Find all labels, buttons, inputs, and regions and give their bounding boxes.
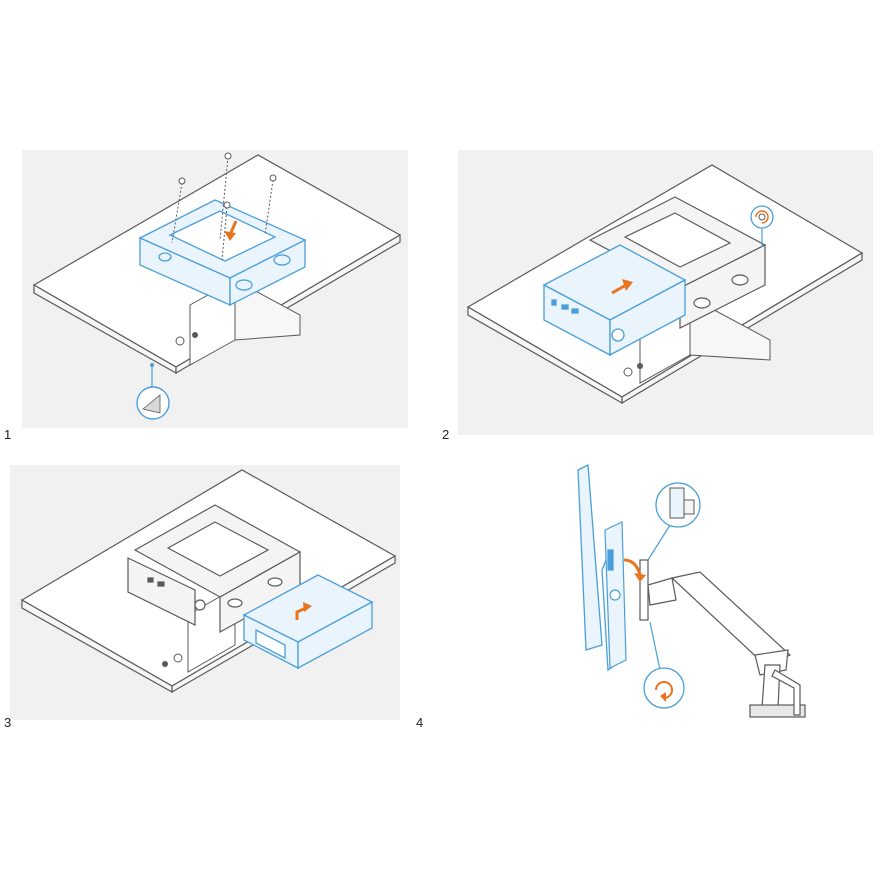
- vesa-plate: [639, 559, 649, 621]
- step-1-illustration: [22, 150, 408, 428]
- micro-computer: [604, 521, 627, 669]
- step-1-panel: 1: [0, 145, 420, 442]
- screw-icon: [224, 152, 232, 160]
- callout-magnifier-icon: [647, 482, 701, 561]
- screws: [171, 152, 277, 261]
- step-3-panel: 3: [0, 460, 420, 730]
- step-number: 3: [4, 715, 12, 730]
- step-2-illustration: [458, 150, 873, 435]
- power-button-icon: [623, 367, 633, 377]
- step-number: 1: [4, 427, 12, 442]
- down-arrow-icon: [224, 220, 238, 241]
- monitor-arm: [647, 571, 806, 718]
- mounting-bracket: [133, 504, 302, 634]
- rotate-arrow-icon: [623, 558, 646, 582]
- step-4-illustration: [577, 463, 806, 718]
- screw-icon: [223, 201, 231, 209]
- screw-icon: [178, 177, 186, 185]
- micro-computer: [542, 244, 687, 357]
- power-button-icon: [173, 653, 183, 663]
- push-arrow-icon: [295, 602, 312, 620]
- indicator-icon: [162, 661, 168, 667]
- indicator-icon: [192, 332, 198, 338]
- lock-thumbscrew-icon: [750, 205, 774, 247]
- mounting-bracket: [138, 199, 307, 307]
- micro-computer: [127, 557, 206, 626]
- mounting-bracket: [588, 196, 767, 329]
- push-arrow-icon: [611, 279, 633, 295]
- step-number: 2: [442, 427, 450, 442]
- step-number: 4: [416, 715, 424, 730]
- step-2-panel: 2: [440, 145, 881, 442]
- step-4-panel: 4: [410, 460, 830, 730]
- lock-thumbscrew-icon: [643, 621, 685, 709]
- indicator-icon: [637, 363, 643, 369]
- screw-icon: [269, 174, 277, 182]
- callout-magnifier-icon: [136, 363, 170, 420]
- power-button-icon: [175, 336, 185, 346]
- step-3-illustration: [10, 465, 400, 720]
